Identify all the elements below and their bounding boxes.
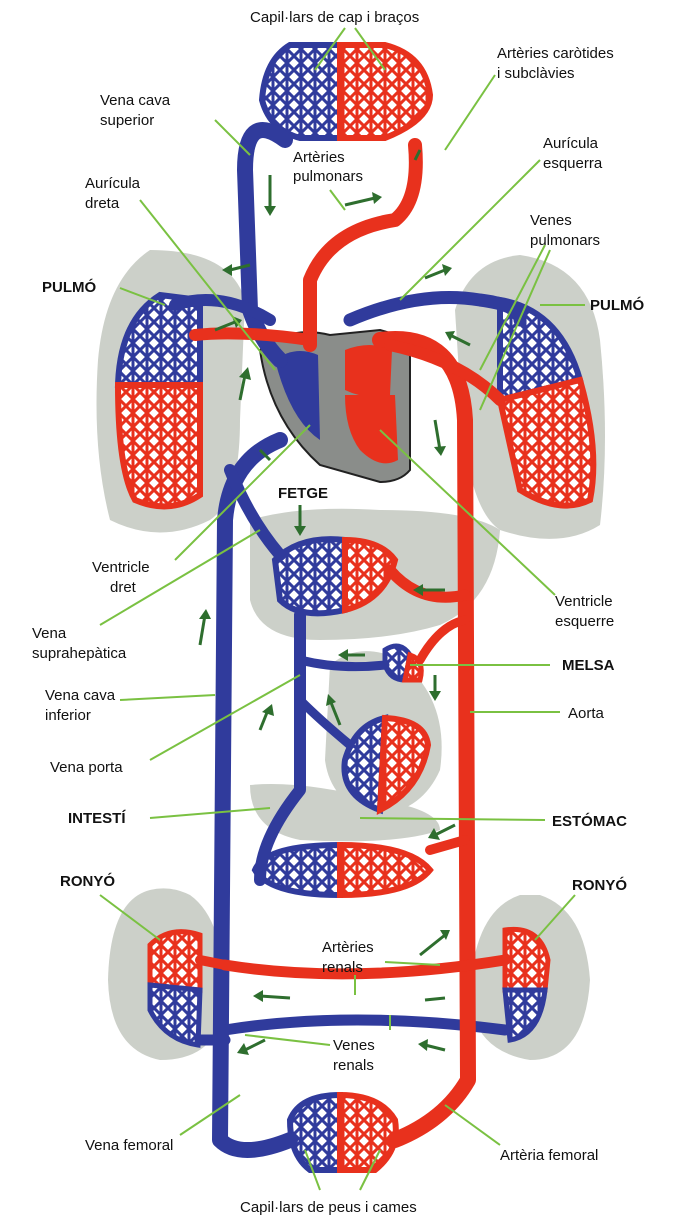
leader-lines bbox=[99, 27, 585, 1191]
hepatic-artery bbox=[384, 564, 471, 603]
label-ronyo-right: RONYÓ bbox=[572, 876, 627, 894]
label-arteria-femoral: Artèria femoral bbox=[500, 1147, 598, 1164]
label-arteries-carotides-1: Artèries caròtides bbox=[497, 45, 614, 62]
label-estomac: ESTÓMAC bbox=[552, 812, 627, 830]
label-vena-suprahep-2: suprahepàtica bbox=[32, 645, 127, 662]
flow-arrows bbox=[198, 149, 471, 1055]
label-venes-pulm-1: Venes bbox=[530, 212, 572, 229]
label-capillars-peus: Capil·lars de peus i cames bbox=[240, 1199, 417, 1216]
head-capillaries bbox=[258, 42, 434, 141]
portal-vein bbox=[254, 609, 306, 886]
spleen-vein bbox=[295, 655, 390, 672]
superior-vena-cava bbox=[237, 122, 293, 368]
label-ventricle-esq-1: Ventricle bbox=[555, 593, 613, 610]
left-renal-artery-branch bbox=[195, 955, 230, 970]
label-auricula-esq-2: esquerra bbox=[543, 155, 603, 172]
label-vena-suprahep-1: Vena bbox=[32, 625, 67, 642]
label-venes-pulm-2: pulmonars bbox=[530, 232, 600, 249]
label-vena-cava-sup-2: superior bbox=[100, 112, 154, 129]
label-vena-cava-inf-2: inferior bbox=[45, 707, 91, 724]
left-pulmonary-artery bbox=[189, 327, 316, 346]
label-vena-porta: Vena porta bbox=[50, 759, 123, 776]
arterial-vessels bbox=[189, 138, 511, 1148]
label-ventricle-dret-1: Ventricle bbox=[92, 559, 150, 576]
label-intesti: INTESTÍ bbox=[68, 810, 126, 827]
label-vena-femoral: Vena femoral bbox=[85, 1137, 173, 1154]
label-melsa: MELSA bbox=[562, 657, 615, 674]
pulmonary-arteries bbox=[303, 138, 423, 352]
label-capillars-cap: Capil·lars de cap i braços bbox=[250, 9, 419, 26]
label-auricula-dreta-1: Aurícula bbox=[85, 175, 141, 192]
left-atrium bbox=[345, 345, 392, 397]
abdomen-capillaries bbox=[251, 536, 434, 899]
pulmonary-veins bbox=[343, 291, 527, 327]
label-arteries-pulm-1: Artèries bbox=[293, 149, 345, 166]
intestinal-artery bbox=[425, 835, 470, 855]
right-pulmonary-artery bbox=[384, 339, 506, 406]
label-arteries-renals-1: Artèries bbox=[322, 939, 374, 956]
lung-capillaries bbox=[114, 291, 597, 510]
label-auricula-esq-1: Aurícula bbox=[543, 135, 599, 152]
label-venes-renals-1: Venes bbox=[333, 1037, 375, 1054]
splenic-artery bbox=[415, 615, 470, 665]
left-ventricle bbox=[345, 395, 398, 464]
labels: Capil·lars de cap i braços Artèries carò… bbox=[32, 9, 644, 1216]
label-ronyo-left: RONYÓ bbox=[60, 872, 115, 890]
label-arteries-carotides-2: i subclàvies bbox=[497, 65, 575, 82]
label-aorta: Aorta bbox=[568, 705, 605, 722]
hepatic-vein bbox=[224, 464, 286, 561]
stomach-vein bbox=[295, 695, 355, 750]
label-fetge: FETGE bbox=[278, 485, 328, 502]
label-arteries-pulm-2: pulmonars bbox=[293, 168, 363, 185]
renal-arteries bbox=[219, 954, 511, 980]
label-ventricle-esq-2: esquerre bbox=[555, 613, 614, 630]
label-vena-cava-sup-1: Vena cava bbox=[100, 92, 171, 109]
label-vena-cava-inf-1: Vena cava bbox=[45, 687, 116, 704]
heart bbox=[258, 328, 411, 484]
label-pulmo-right: PULMÓ bbox=[590, 296, 644, 314]
right-atrium bbox=[275, 351, 320, 440]
label-arteries-renals-2: renals bbox=[322, 959, 363, 976]
label-auricula-dreta-2: dreta bbox=[85, 195, 120, 212]
label-venes-renals-2: renals bbox=[333, 1057, 374, 1074]
label-ventricle-dret-2: dret bbox=[110, 579, 137, 596]
leg-capillaries bbox=[286, 1091, 399, 1173]
inferior-vena-cava bbox=[212, 432, 298, 1158]
label-pulmo-left: PULMÓ bbox=[42, 278, 96, 296]
aorta bbox=[372, 331, 476, 1148]
